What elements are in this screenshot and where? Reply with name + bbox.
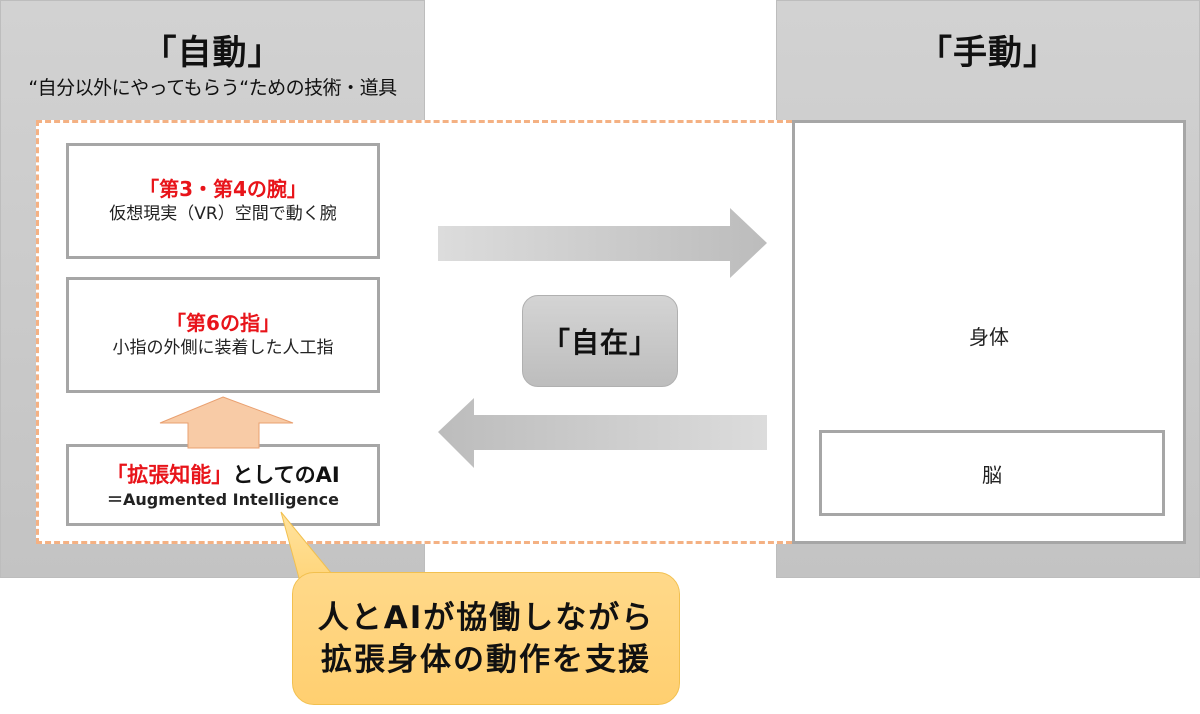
body-box: 身体 脳 xyxy=(792,120,1186,544)
card-ai-title: 「拡張知能」としてのAI xyxy=(106,461,339,489)
card-ai-subtitle: ＝Augmented Intelligence xyxy=(107,490,339,509)
card-arms-title: 「第3・第4の腕」 xyxy=(139,177,307,201)
brain-box: 脳 xyxy=(819,430,1165,516)
card-ai-title-red: 「拡張知能」 xyxy=(106,463,233,487)
body-label: 身体 xyxy=(969,325,1009,349)
card-arms-desc: 仮想現実（VR）空間で動く腕 xyxy=(109,204,337,224)
manual-panel-title: 「手動」 xyxy=(918,33,1058,73)
callout-line-2: 拡張身体の動作を支援 xyxy=(321,641,651,678)
jizai-label: 「自在」 xyxy=(541,326,658,359)
card-sixth-finger: 「第6の指」 小指の外側に装着した人工指 xyxy=(66,277,380,393)
callout-bubble: 人とAIが協働しながら 拡張身体の動作を支援 xyxy=(292,572,680,705)
brain-label: 脳 xyxy=(982,462,1002,487)
card-finger-title: 「第6の指」 xyxy=(166,311,280,335)
card-finger-desc: 小指の外側に装着した人工指 xyxy=(112,338,334,358)
card-ai-title-black: としてのAI xyxy=(232,463,340,487)
auto-panel-title: 「自動」 xyxy=(142,33,283,73)
card-third-fourth-arms: 「第3・第4の腕」 仮想現実（VR）空間で動く腕 xyxy=(66,143,380,259)
callout-line-1: 人とAIが協働しながら xyxy=(317,599,655,636)
auto-panel-subtitle: “自分以外にやってもらう“ための技術・道具 xyxy=(28,77,397,99)
card-augmented-intelligence: 「拡張知能」としてのAI ＝Augmented Intelligence xyxy=(66,444,380,526)
jizai-box: 「自在」 xyxy=(522,295,678,387)
